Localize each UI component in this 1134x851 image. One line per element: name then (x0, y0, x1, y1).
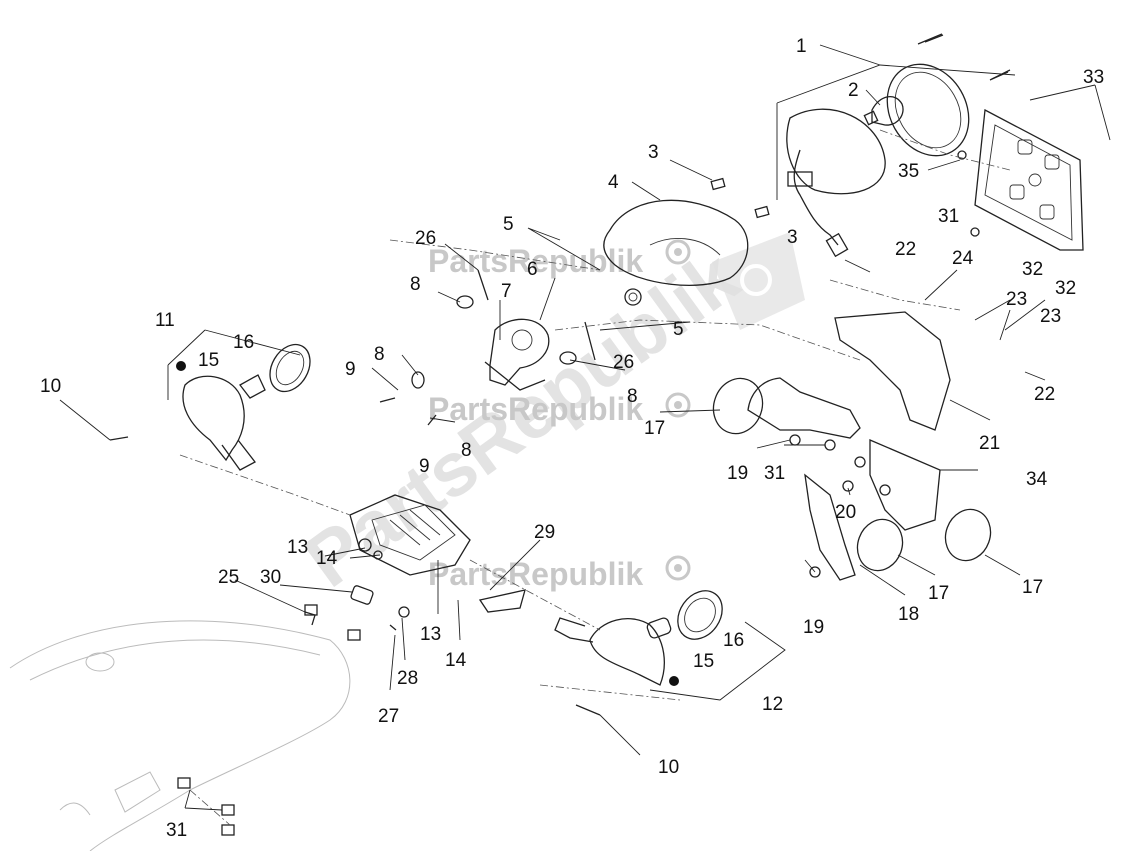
callout-22: 22 (895, 239, 916, 260)
callout-31: 31 (166, 820, 187, 841)
callout-21: 21 (979, 433, 1000, 454)
callout-13: 13 (420, 624, 441, 645)
reflector-bracket (712, 311, 992, 581)
callout-13: 13 (287, 537, 308, 558)
turn-signal-left (109, 343, 311, 471)
callout-31: 31 (764, 463, 785, 484)
alignment-lines (179, 129, 1011, 826)
gear-icon (665, 555, 691, 581)
watermark-bottom: PartsRepublik (428, 556, 643, 592)
callout-9: 9 (419, 456, 430, 477)
watermark-middle: PartsRepublik (428, 391, 643, 427)
callout-4: 4 (608, 172, 619, 193)
callout-33: 33 (1083, 67, 1104, 88)
callout-19: 19 (803, 617, 824, 638)
callout-24: 24 (952, 248, 974, 269)
callout-8: 8 (461, 440, 472, 461)
callout-22: 22 (1034, 384, 1055, 405)
callout-14: 14 (316, 548, 338, 569)
callout-8: 8 (627, 386, 638, 407)
callout-34: 34 (1026, 469, 1048, 490)
callout-23: 23 (1040, 306, 1061, 327)
callout-27: 27 (378, 706, 399, 727)
flag-gear-logo-icon (712, 232, 805, 330)
center-bracket (304, 494, 526, 626)
callout-12: 12 (762, 694, 783, 715)
watermark-top: PartsRepublik (428, 243, 643, 279)
callout-30: 30 (260, 567, 281, 588)
callout-25: 25 (218, 567, 239, 588)
callout-10: 10 (40, 376, 61, 397)
license-plate-holder (957, 108, 1084, 251)
tail-light-assembly (786, 33, 1011, 258)
rear-light-housing (603, 177, 770, 306)
callout-11: 11 (155, 310, 175, 331)
turn-signal-right (554, 590, 723, 716)
gear-icon (665, 392, 691, 418)
leader-lines (59, 44, 1111, 811)
callout-3: 3 (787, 227, 798, 248)
rear-fender (9, 620, 351, 851)
callout-18: 18 (898, 604, 919, 625)
watermark-layer: PartsRepublik PartsRepublik PartsRepubli… (290, 232, 805, 604)
callout-5: 5 (673, 319, 684, 340)
callout-17: 17 (1022, 577, 1043, 598)
callout-1: 1 (796, 36, 807, 57)
gear-icon (665, 239, 691, 265)
callout-8: 8 (410, 274, 421, 295)
callout-32: 32 (1022, 259, 1043, 280)
callout-7: 7 (501, 281, 512, 302)
callout-17: 17 (928, 583, 949, 604)
callout-10: 10 (658, 757, 679, 778)
callout-26: 26 (415, 228, 436, 249)
mount-bracket (379, 269, 596, 426)
callout-2: 2 (848, 80, 859, 101)
callout-26: 26 (613, 352, 634, 373)
fasteners (177, 604, 397, 836)
callout-15: 15 (198, 350, 219, 371)
callout-20: 20 (835, 502, 856, 523)
callout-32: 32 (1055, 278, 1076, 299)
callout-28: 28 (397, 668, 418, 689)
callout-19: 19 (727, 463, 748, 484)
callout-16: 16 (233, 332, 254, 353)
callout-17: 17 (644, 418, 665, 439)
callout-6: 6 (527, 259, 538, 280)
callout-3: 3 (648, 142, 659, 163)
callout-35: 35 (898, 161, 919, 182)
callout-labels: 1 2 3 3 4 5 5 6 7 8 8 8 8 9 9 10 10 11 1… (40, 36, 1104, 841)
callout-16: 16 (723, 630, 744, 651)
callout-9: 9 (345, 359, 356, 380)
callout-29: 29 (534, 522, 555, 543)
callout-5: 5 (503, 214, 514, 235)
callout-23: 23 (1006, 289, 1027, 310)
callout-15: 15 (693, 651, 714, 672)
callout-31: 31 (938, 206, 959, 227)
callout-14: 14 (445, 650, 467, 671)
callout-8: 8 (374, 344, 385, 365)
